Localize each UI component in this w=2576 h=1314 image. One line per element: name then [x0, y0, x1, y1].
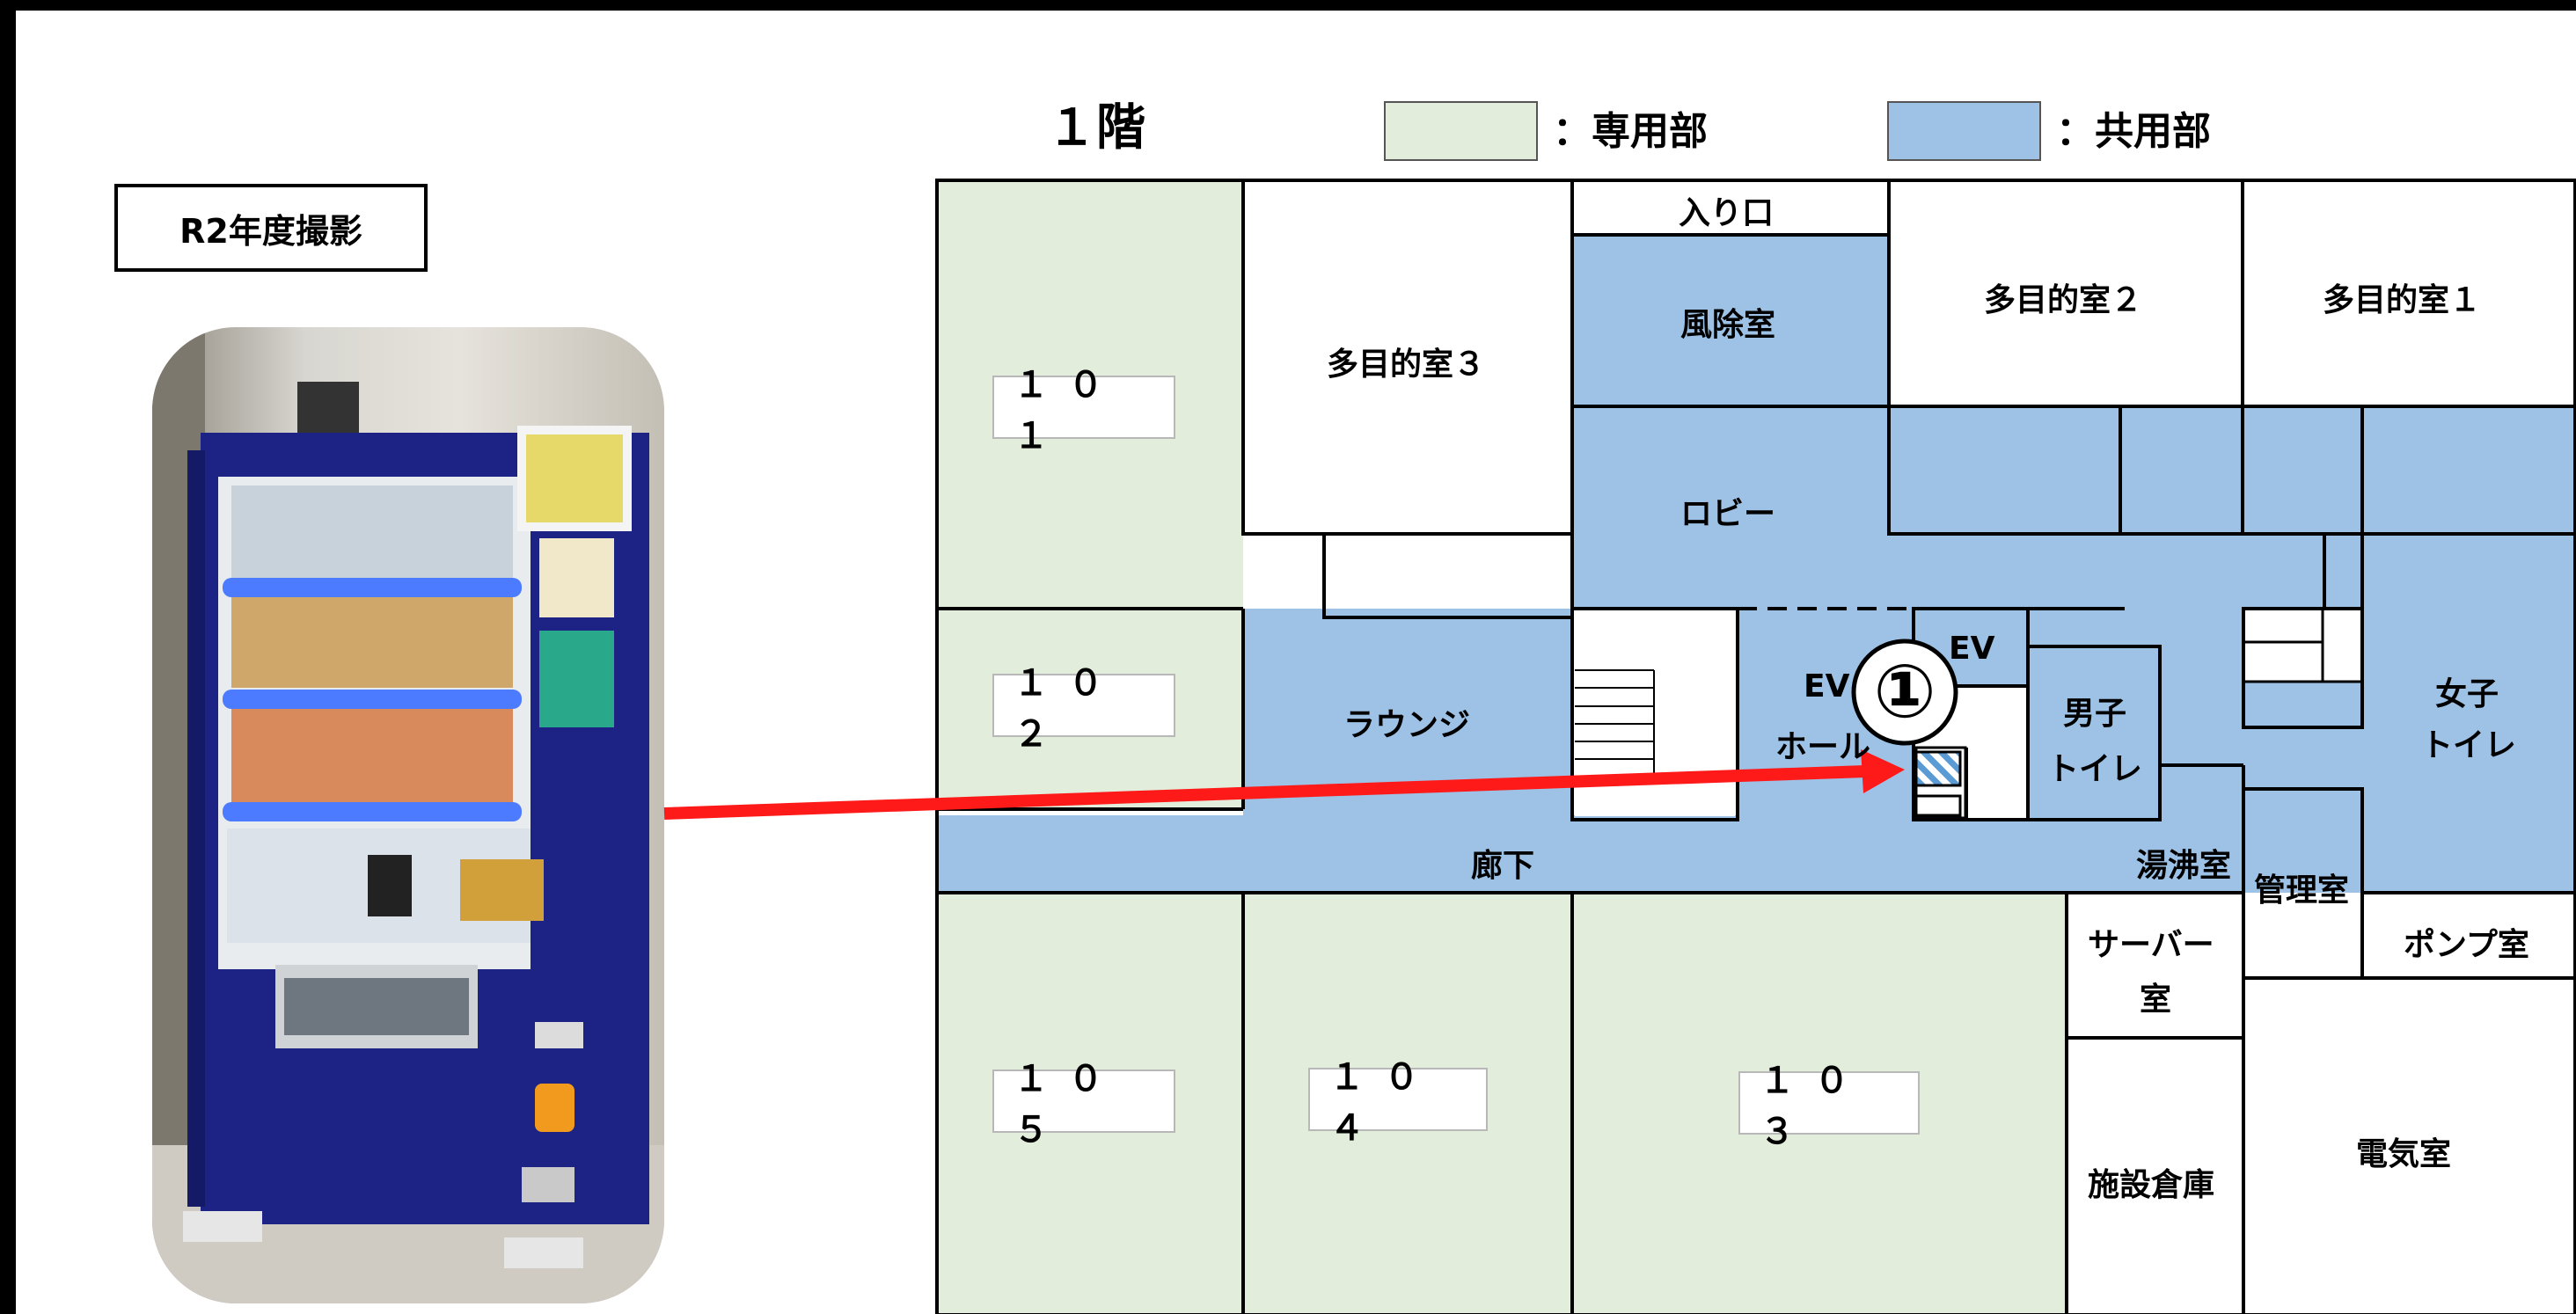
- unit-102-label: １０２: [992, 663, 1175, 755]
- legend-common-label: ：共用部: [2056, 109, 2211, 154]
- vending-location-marker: [1914, 750, 1962, 787]
- room-multi3: 多目的室３: [1327, 347, 1486, 383]
- room-womens-line1: 女子: [2435, 676, 2499, 712]
- legend-private-label: ：専用部: [1553, 109, 1708, 154]
- room-womens-line2: トイレ: [2421, 727, 2517, 763]
- windbreak-area: [1572, 235, 1889, 406]
- unit-105-label: １０５: [992, 1059, 1175, 1150]
- room-kitchenette: 湯沸室: [2136, 848, 2232, 884]
- room-corridor: 廊下: [1471, 848, 1535, 884]
- vending-machine-illustration: [152, 327, 664, 1303]
- legend-common-swatch: [1887, 101, 2041, 161]
- location-arrow: [663, 765, 1866, 820]
- room-ev-hall-line2: ホール: [1775, 729, 1871, 765]
- floor-title: １階: [1047, 99, 1145, 157]
- unit-101-label: １０１: [992, 365, 1175, 456]
- room-entrance: 入り口: [1679, 195, 1775, 231]
- photo-caption: R2年度撮影: [114, 184, 428, 272]
- marker-number: ①: [1873, 648, 1936, 734]
- legend-private-swatch: [1384, 101, 1538, 161]
- room-pump: ポンプ室: [2404, 927, 2529, 963]
- marker-circle: [1851, 639, 1958, 746]
- corridor-area: [937, 815, 2243, 893]
- room-electrical: 電気室: [2356, 1136, 2452, 1172]
- arrow-head: [1861, 749, 1905, 793]
- room-mens-line2: トイレ: [2047, 751, 2143, 787]
- room-ev: EV: [1949, 631, 1995, 667]
- room-mens-line1: 男子: [2063, 696, 2127, 732]
- room-multi2: 多目的室２: [1984, 282, 2143, 318]
- vending-machine-photo: [152, 327, 664, 1303]
- unit-104-label: １０４: [1308, 1057, 1488, 1149]
- photo-caption-text: R2年度撮影: [179, 211, 362, 251]
- room-storage: 施設倉庫: [2088, 1167, 2215, 1203]
- room-ev-hall-line1: EV: [1804, 668, 1850, 704]
- kitchenette-area: [2243, 765, 2355, 893]
- walls: [935, 179, 2576, 1314]
- room-windbreak: 風除室: [1680, 307, 1776, 343]
- adjacent-box: [1914, 794, 1962, 817]
- room-server-line2: 室: [2140, 982, 2172, 1018]
- room-multi1: 多目的室１: [2323, 282, 2482, 318]
- room-management: 管理室: [2254, 872, 2350, 909]
- room-server-line1: サーバー: [2088, 927, 2214, 963]
- room-lobby: ロビー: [1680, 496, 1776, 532]
- unit-103-label: １０３: [1738, 1061, 1920, 1152]
- room-lounge: ラウンジ: [1343, 707, 1471, 743]
